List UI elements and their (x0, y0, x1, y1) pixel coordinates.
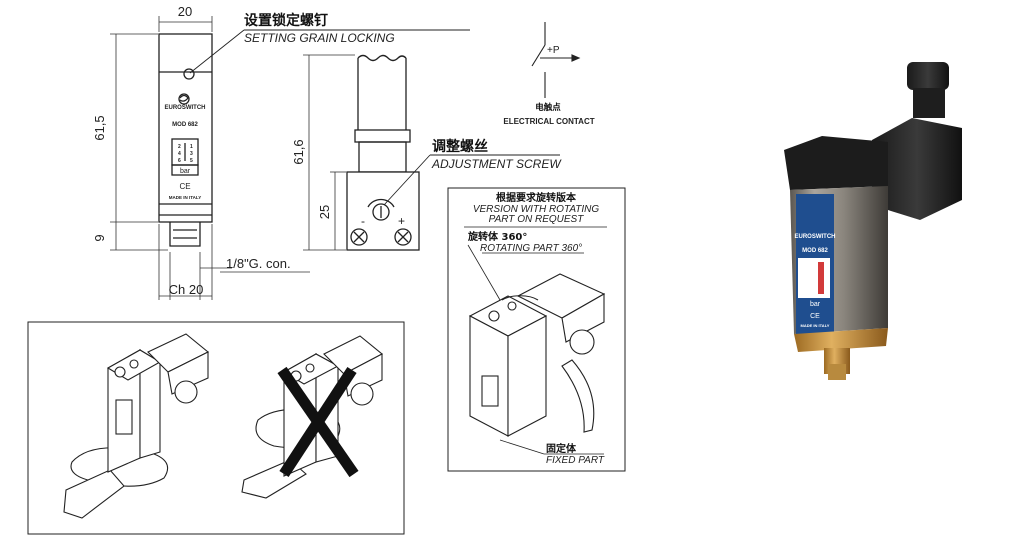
dim-thread: 1/8"G. con. (226, 256, 291, 271)
front-scale-6: 6 (178, 158, 181, 164)
contact-plus-p: +P (547, 45, 560, 56)
rotating-version-frame (447, 187, 626, 472)
rotating-title-en-2: PART ON REQUEST (489, 214, 585, 225)
electrical-contact-symbol (531, 22, 581, 98)
photo-made-text: MADE IN ITALY (801, 323, 830, 328)
rotating-part-en: ROTATING PART 360° (480, 243, 582, 254)
wrong-mounting-cross-icon (277, 366, 359, 478)
dim-hex: Ch 20 (169, 282, 204, 297)
photo-ce-mark: CE (810, 313, 820, 320)
front-scale-5: 5 (190, 158, 193, 164)
front-made-text: MADE IN ITALY (169, 195, 202, 200)
dim-width-top: 20 (178, 4, 192, 19)
rotating-title-cn: 根据要求旋转版本 (496, 191, 577, 204)
plus-sign: + (398, 214, 405, 228)
dim-height-body: 61,5 (92, 115, 107, 140)
product-photo (784, 62, 962, 380)
fixed-part-cn: 固定体 (546, 442, 577, 455)
photo-brand-text: EUROSWITCH (795, 234, 836, 240)
rotating-part-cn: 旋转体 360° (467, 230, 527, 243)
rotating-version-illustration (468, 273, 606, 437)
front-brand-text: EUROSWITCH (165, 105, 206, 111)
front-model-text: MOD 682 (172, 122, 198, 128)
mounting-correct-illustration (63, 333, 210, 519)
adjust-screw-cn: 调整螺丝 (432, 138, 488, 155)
fixed-part-leader (499, 439, 545, 455)
setting-screw-cn: 设置锁定螺钉 (244, 12, 328, 29)
setting-screw-en: SETTING GRAIN LOCKING (244, 31, 395, 45)
dim-height-side: 61,6 (291, 139, 306, 164)
front-dimension-lines (110, 16, 310, 300)
rotating-part-leader (467, 244, 501, 301)
dim-height-block: 25 (317, 205, 332, 219)
front-unit-text: bar (180, 168, 191, 175)
fixed-part-en: FIXED PART (546, 455, 605, 466)
photo-model-text: MOD 682 (802, 248, 828, 254)
photo-unit-text: bar (810, 301, 821, 308)
front-scale-2: 2 (178, 144, 181, 150)
dim-height-fitting: 9 (92, 234, 107, 241)
adjust-screw-en: ADJUSTMENT SCREW (431, 157, 562, 171)
front-scale-3: 3 (190, 151, 193, 157)
front-scale-4: 4 (178, 151, 181, 157)
setting-screw-leader (189, 29, 470, 74)
adjust-screw-leader (383, 154, 560, 206)
mounting-illustration-frame (27, 321, 405, 535)
rotating-title-en-1: VERSION WITH ROTATING (473, 204, 600, 215)
minus-sign: - (361, 214, 365, 228)
front-view-labels: EUROSWITCH MOD 682 2 1 4 3 6 5 bar CE MA… (165, 105, 206, 200)
front-view-drawing (158, 33, 213, 247)
front-scale-1: 1 (190, 144, 193, 150)
side-view-drawing (346, 54, 420, 251)
contact-en: ELECTRICAL CONTACT (503, 117, 594, 126)
side-dimension-lines (303, 54, 355, 251)
front-ce-mark: CE (179, 182, 190, 191)
contact-cn: 电触点 (535, 102, 561, 113)
